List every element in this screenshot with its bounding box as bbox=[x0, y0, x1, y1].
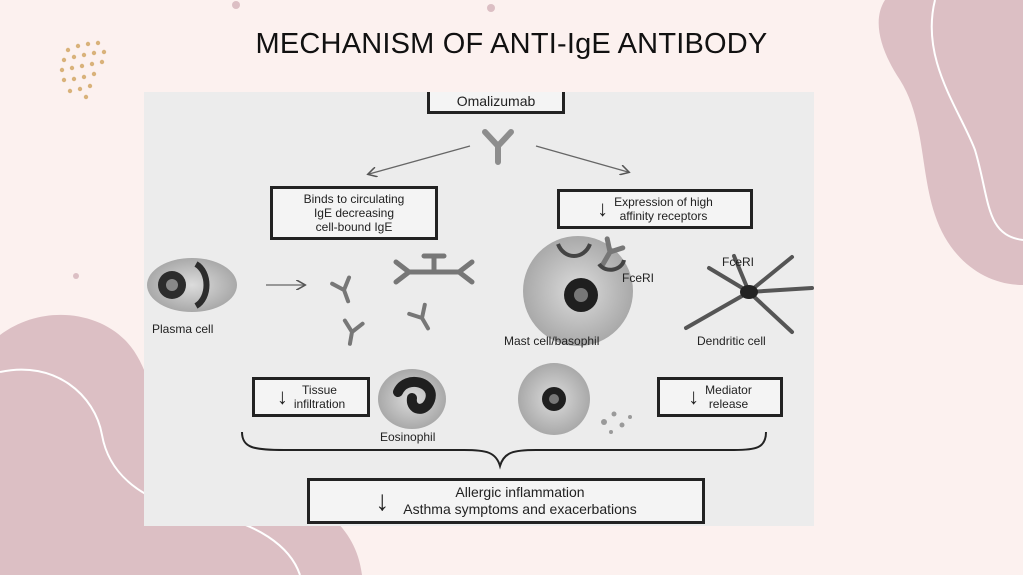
decor-dot bbox=[232, 1, 240, 9]
plasma-cell-label: Plasma cell bbox=[152, 322, 214, 336]
final-outcome-line2: Asthma symptoms and exacerbations bbox=[403, 501, 637, 517]
drug-label-box: Omalizumab bbox=[427, 92, 565, 114]
down-arrow-icon: ↓ bbox=[597, 196, 609, 221]
final-outcome-box: ↓ Allergic inflammation Asthma symptoms … bbox=[307, 478, 705, 524]
mediator-release-box: ↓ Mediator release bbox=[657, 377, 783, 417]
dendritic-cell-label: Dendritic cell bbox=[697, 334, 766, 348]
plasma-cell-icon bbox=[147, 258, 237, 312]
down-arrow-icon: ↓ bbox=[375, 485, 390, 516]
mediator-release-text: Mediator release bbox=[705, 383, 752, 411]
mast-cell-label: Mast cell/basophil bbox=[504, 334, 600, 348]
mediator-cell-icon bbox=[518, 363, 632, 435]
summary-brace bbox=[241, 431, 767, 470]
bottom-left-curve-line bbox=[0, 368, 301, 575]
eosinophil-icon bbox=[378, 369, 446, 429]
down-arrow-icon: ↓ bbox=[276, 384, 288, 409]
dendritic-receptor-label: FceRI bbox=[722, 255, 755, 269]
right-effect-box: ↓ Expression of high affinity receptors bbox=[557, 189, 753, 229]
left-effect-box: Binds to circulating IgE decreasing cell… bbox=[270, 186, 438, 240]
dot-cluster bbox=[59, 40, 107, 100]
eosinophil-label: Eosinophil bbox=[380, 430, 436, 444]
down-arrow-icon: ↓ bbox=[688, 384, 700, 409]
arrow-to-right-effect bbox=[535, 145, 628, 172]
tissue-infiltration-box: ↓ Tissue infiltration bbox=[252, 377, 370, 417]
top-right-curve-line bbox=[930, 0, 1023, 241]
right-effect-text: Expression of high affinity receptors bbox=[614, 195, 713, 223]
left-effect-text: Binds to circulating IgE decreasing cell… bbox=[303, 192, 405, 234]
mechanism-diagram: Omalizumab Binds to circulating IgE decr… bbox=[144, 92, 814, 526]
mast-cell-icon bbox=[523, 236, 633, 346]
drug-label: Omalizumab bbox=[456, 93, 536, 109]
arrow-to-left-effect bbox=[369, 145, 471, 174]
ige-antibody-icons bbox=[330, 253, 475, 348]
decor-dot bbox=[940, 185, 948, 193]
final-outcome-line1: Allergic inflammation bbox=[455, 484, 585, 500]
decor-dot bbox=[487, 4, 495, 12]
top-right-blob bbox=[878, 0, 1023, 285]
tissue-infiltration-text: Tissue infiltration bbox=[293, 383, 346, 411]
decor-dot bbox=[73, 273, 79, 279]
omalizumab-antibody-icon bbox=[482, 129, 514, 165]
dendritic-cell-icon bbox=[684, 254, 814, 334]
slide-title: MECHANISM OF ANTI-IgE ANTIBODY bbox=[255, 28, 768, 60]
mast-receptor-label: FceRI bbox=[622, 271, 655, 285]
diagram-graphics bbox=[147, 129, 814, 470]
